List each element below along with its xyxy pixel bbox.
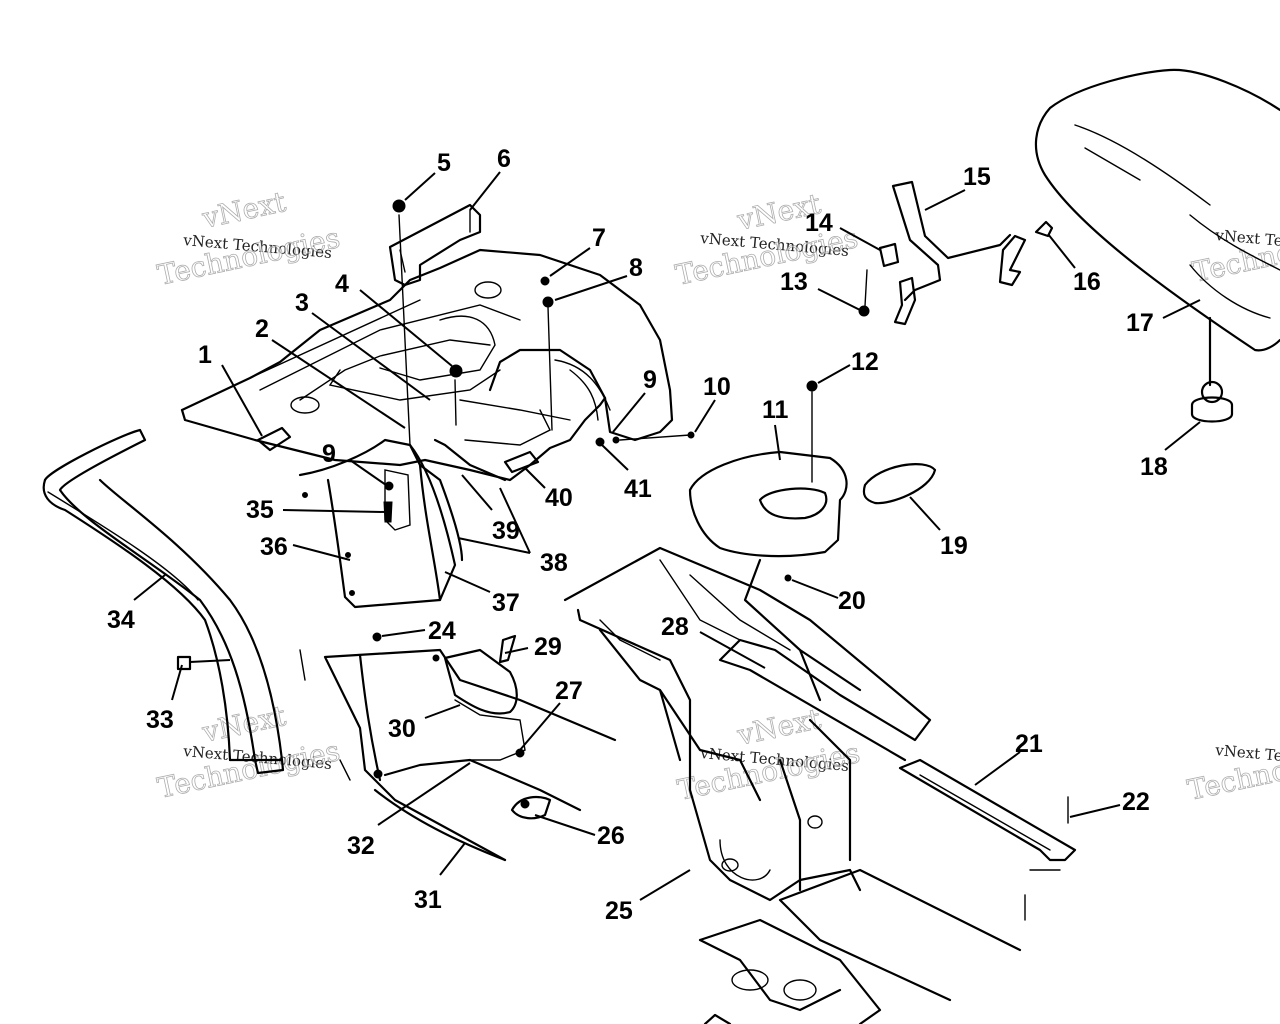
watermark-group: vNext vNext Technologies Technologies vN… (154, 185, 1280, 808)
callout-36: 36 (260, 533, 288, 561)
toolbox-part (688, 380, 937, 582)
callout-labels: 1 2 3 4 5 6 7 8 9 9 10 11 12 13 14 15 16… (107, 145, 1168, 925)
callout-38: 38 (540, 549, 568, 577)
hardware-group (176, 199, 1069, 824)
callout-39: 39 (492, 517, 520, 545)
seat-latch-assembly (858, 180, 1054, 326)
callout-35: 35 (246, 496, 274, 524)
callout-15: 15 (963, 163, 991, 191)
seat-latch-post (1190, 316, 1234, 423)
watermark-big: vNext (199, 185, 290, 235)
callout-11: 11 (762, 396, 789, 424)
callout-40: 40 (545, 484, 573, 512)
callout-37: 37 (492, 589, 520, 617)
callout-25: 25 (605, 897, 633, 925)
rear-fender-part (180, 203, 674, 482)
callout-18: 18 (1140, 453, 1168, 481)
leader-lines (133, 171, 1201, 901)
callout-4: 4 (335, 270, 349, 298)
callout-12: 12 (851, 348, 879, 376)
callout-19: 19 (940, 532, 968, 560)
callout-13: 13 (780, 268, 808, 296)
callout-9-rack: 9 (322, 440, 336, 468)
callout-14: 14 (805, 209, 833, 237)
callout-17: 17 (1126, 309, 1154, 337)
watermark-big: Technologies (155, 734, 343, 805)
callout-26: 26 (597, 822, 625, 850)
callout-5: 5 (437, 149, 451, 177)
frame-rail-part (898, 758, 1077, 921)
callout-16: 16 (1073, 268, 1101, 296)
callout-28: 28 (661, 613, 689, 641)
callout-22: 22 (1122, 788, 1150, 816)
callout-34: 34 (107, 606, 135, 634)
frame-part (563, 546, 1022, 1024)
callout-10: 10 (703, 373, 731, 401)
callout-1: 1 (198, 341, 212, 369)
callout-20: 20 (838, 587, 866, 615)
callout-2: 2 (255, 315, 269, 343)
seat-part (1034, 68, 1280, 352)
callout-31: 31 (414, 886, 442, 914)
watermark-big: vNext (734, 702, 825, 752)
callout-8: 8 (629, 254, 643, 282)
callout-9-fender: 9 (643, 366, 657, 394)
watermark-big: Technologies (155, 221, 343, 292)
callout-27: 27 (555, 677, 583, 705)
callout-30: 30 (388, 715, 416, 743)
callout-29: 29 (534, 633, 562, 661)
callout-32: 32 (347, 832, 375, 860)
side-rail-part (42, 428, 285, 775)
callout-6: 6 (497, 145, 511, 173)
callout-41: 41 (624, 475, 652, 503)
callout-7: 7 (592, 224, 606, 252)
callout-21: 21 (1015, 730, 1043, 758)
callout-3: 3 (295, 289, 309, 317)
callout-24: 24 (428, 617, 456, 645)
callout-33: 33 (146, 706, 174, 734)
